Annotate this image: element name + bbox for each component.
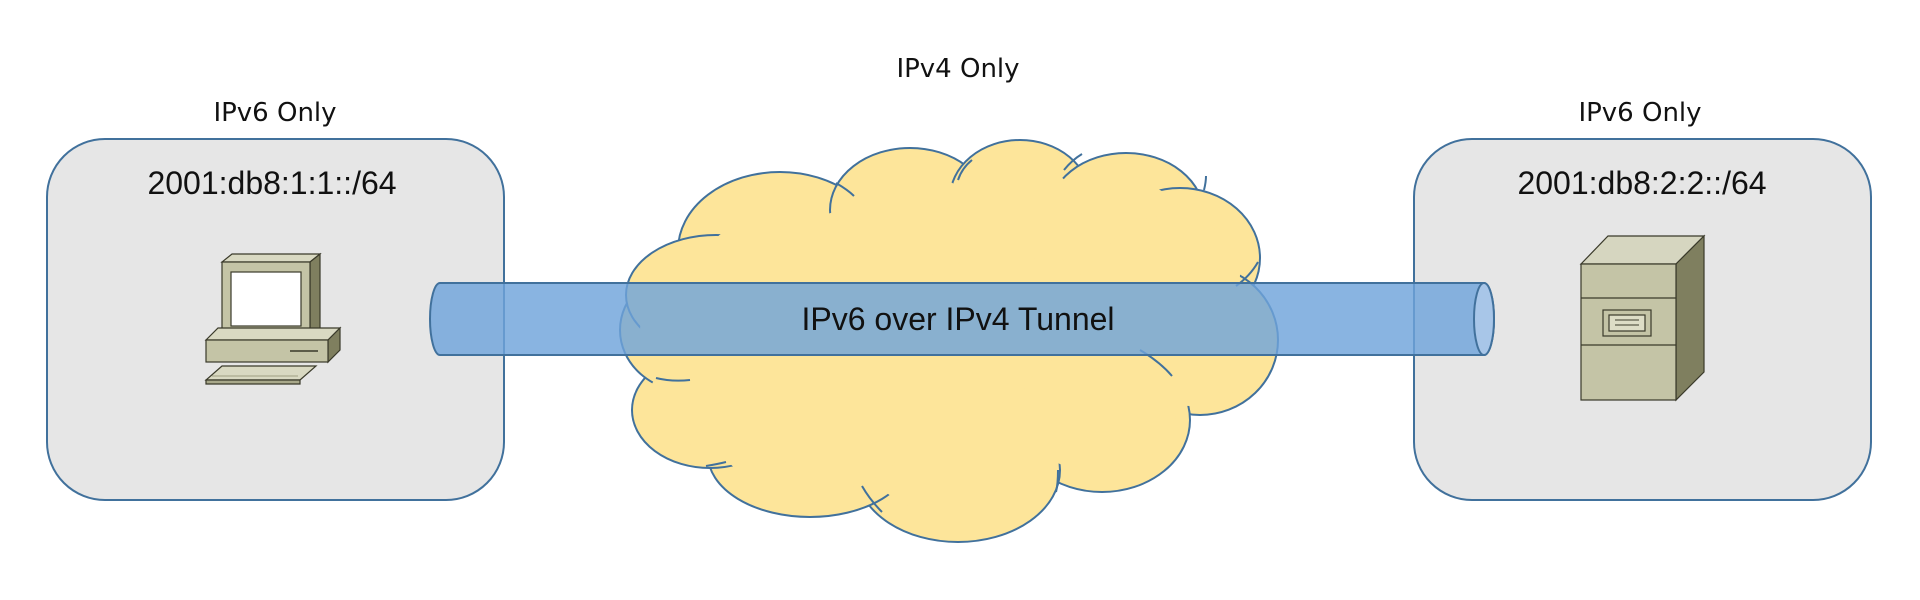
left-subnet-label: 2001:db8:1:1::/64 [147,165,396,201]
server-icon [1579,234,1706,402]
tunnel-label: IPv6 over IPv4 Tunnel [801,301,1114,337]
left-region-label: IPv6 Only [213,98,336,128]
right-region-label: IPv6 Only [1578,98,1701,128]
ipv6-tunnel: IPv6 over IPv4 Tunnel [429,282,1495,356]
right-subnet-label: 2001:db8:2:2::/64 [1517,165,1766,201]
center-region-label: IPv4 Only [896,54,1019,84]
desktop-computer-icon [204,252,342,385]
